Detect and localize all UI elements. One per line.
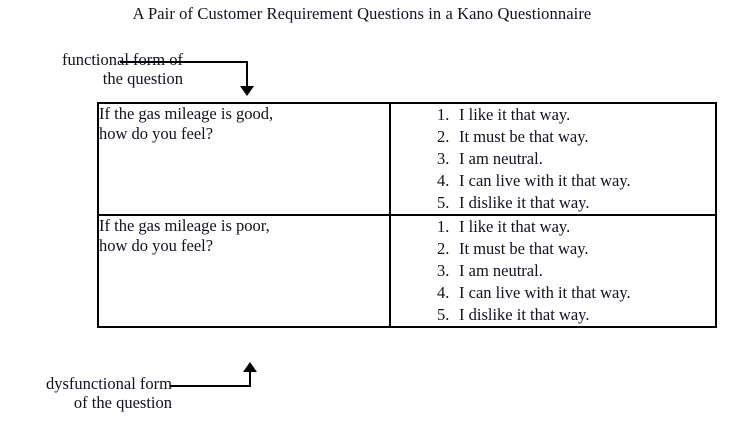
option-label: It must be that way. <box>459 127 589 146</box>
question-text-line2: how do you feel? <box>99 124 214 143</box>
option-label: I can live with it that way. <box>459 171 631 190</box>
answer-option-list: 1. I like it that way. 2. It must be tha… <box>391 216 715 326</box>
option-number: 5. <box>437 193 450 212</box>
option-number: 2. <box>437 127 450 146</box>
kano-question-table: If the gas mileage is good, how do you f… <box>97 102 717 328</box>
list-item[interactable]: 4. I can live with it that way. <box>437 282 715 304</box>
option-number: 3. <box>437 261 450 280</box>
answer-cell-functional: 1. I like it that way. 2. It must be tha… <box>389 102 717 216</box>
option-number: 4. <box>437 283 450 302</box>
question-cell-functional: If the gas mileage is good, how do you f… <box>97 102 391 216</box>
option-label: I am neutral. <box>459 261 543 280</box>
option-label: I am neutral. <box>459 149 543 168</box>
table-row: If the gas mileage is poor, how do you f… <box>97 214 717 328</box>
table-row: If the gas mileage is good, how do you f… <box>97 102 717 216</box>
dysfunctional-form-label: dysfunctional form of the question <box>6 374 172 412</box>
list-item[interactable]: 3. I am neutral. <box>437 260 715 282</box>
question-text: If the gas mileage is poor, how do you f… <box>99 216 389 256</box>
arrow-down-icon <box>240 86 254 96</box>
answer-cell-dysfunctional: 1. I like it that way. 2. It must be tha… <box>389 214 717 328</box>
functional-leader-horizontal-line <box>120 61 248 63</box>
option-label: It must be that way. <box>459 239 589 258</box>
answer-option-list: 1. I like it that way. 2. It must be tha… <box>391 104 715 214</box>
option-label: I dislike it that way. <box>459 305 590 324</box>
functional-form-label-line2: the question <box>102 69 183 88</box>
question-text-line1: If the gas mileage is good, <box>99 104 274 123</box>
dysfunctional-leader-vertical-line <box>249 371 251 387</box>
option-label: I can live with it that way. <box>459 283 631 302</box>
dysfunctional-form-label-line1: dysfunctional form <box>45 374 172 393</box>
list-item[interactable]: 1. I like it that way. <box>437 216 715 238</box>
question-text-line1: If the gas mileage is poor, <box>99 216 270 235</box>
option-number: 3. <box>437 149 450 168</box>
arrow-up-icon <box>243 362 257 372</box>
option-number: 2. <box>437 239 450 258</box>
list-item[interactable]: 3. I am neutral. <box>437 148 715 170</box>
option-label: I dislike it that way. <box>459 193 590 212</box>
figure-title: A Pair of Customer Requirement Questions… <box>132 4 592 23</box>
question-text: If the gas mileage is good, how do you f… <box>99 104 389 144</box>
list-item[interactable]: 2. It must be that way. <box>437 126 715 148</box>
option-number: 4. <box>437 171 450 190</box>
option-label: I like it that way. <box>459 217 571 236</box>
option-label: I like it that way. <box>459 105 571 124</box>
list-item[interactable]: 2. It must be that way. <box>437 238 715 260</box>
list-item[interactable]: 1. I like it that way. <box>437 104 715 126</box>
option-number: 5. <box>437 305 450 324</box>
functional-leader-vertical-line <box>246 61 248 88</box>
dysfunctional-form-label-line2: of the question <box>73 393 172 412</box>
list-item[interactable]: 5. I dislike it that way. <box>437 304 715 326</box>
functional-form-label: functional form of the question <box>8 50 183 88</box>
list-item[interactable]: 5. I dislike it that way. <box>437 192 715 214</box>
question-cell-dysfunctional: If the gas mileage is poor, how do you f… <box>97 214 391 328</box>
question-text-line2: how do you feel? <box>99 236 214 255</box>
functional-form-label-line1: functional form of <box>62 50 183 69</box>
list-item[interactable]: 4. I can live with it that way. <box>437 170 715 192</box>
option-number: 1. <box>437 217 450 236</box>
option-number: 1. <box>437 105 450 124</box>
dysfunctional-leader-horizontal-line <box>170 385 251 387</box>
